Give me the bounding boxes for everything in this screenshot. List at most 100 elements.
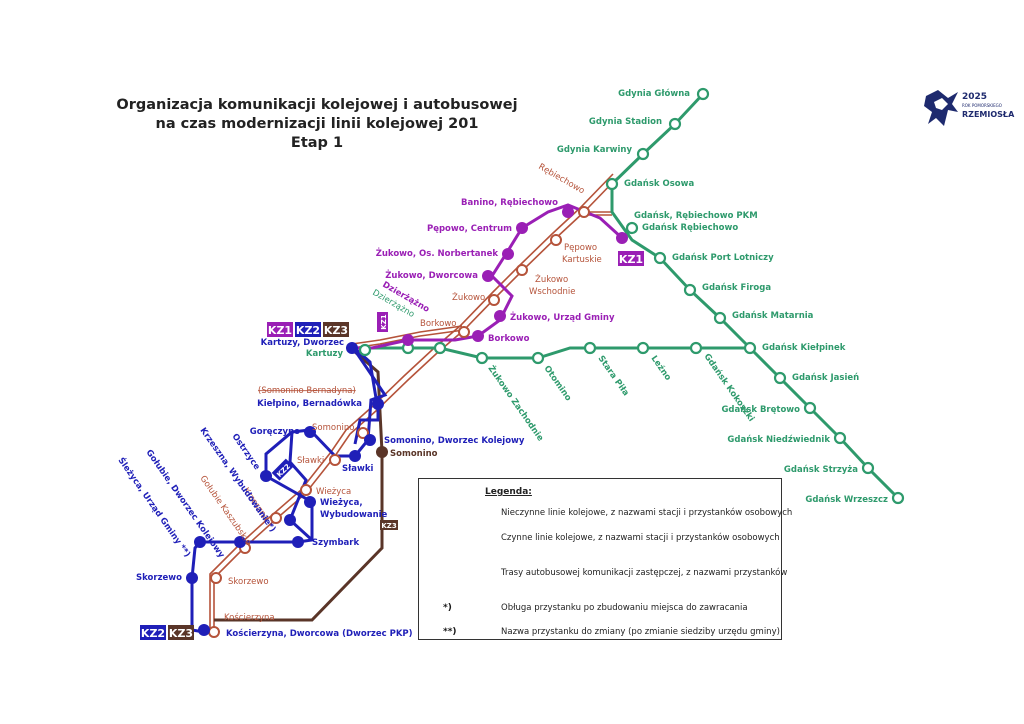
stop-zukowo-urzad: [494, 310, 506, 322]
station-slawki: [329, 454, 341, 466]
stop-kartuzy-blue: [346, 342, 358, 354]
stop-koscierzyna-blue: [198, 624, 210, 636]
legend-active-text: Czynne linie kolejowe, z nazwami stacji …: [501, 533, 780, 543]
stop-golubie: [234, 536, 246, 548]
badge-kz1-c: KZ1: [380, 314, 388, 330]
stop-ostrzyce: [260, 470, 272, 482]
label-wiezyca-bus-2: Wybudowanie: [320, 510, 388, 520]
legend-note1-text: Obługa przystanku po zbudowaniu miejsca …: [501, 603, 748, 613]
station-kartuzy: [358, 343, 372, 357]
logo-brand: RZEMIOSŁA: [962, 110, 1015, 119]
label-gdansk-jasien: Gdańsk Jasień: [792, 373, 859, 383]
legend-note2-text: Nazwa przystanku do zmiany (po zmianie s…: [501, 627, 780, 637]
stop-zukowo-dworcowa: [482, 270, 494, 282]
label-zukowo-wschodnie-2: Wschodnie: [529, 287, 575, 297]
bus-stops-blue: [186, 342, 384, 636]
badge-kz2-b: KZ2: [141, 627, 165, 640]
label-banino: Banino, Rębiechowo: [461, 198, 558, 208]
legend-note2-mark: **): [443, 627, 457, 637]
label-slawki-bus: Sławki: [342, 464, 374, 474]
label-gdynia-glowna: Gdynia Główna: [618, 88, 690, 99]
inactive-stations: [208, 206, 590, 638]
purple-stop-labels: Banino, Rębiechowo Pępowo, Centrum Żukow…: [376, 198, 615, 344]
bus-stops-brown: [376, 446, 388, 458]
logo-year: 2025: [962, 92, 988, 102]
stop-wiezyca: [304, 496, 316, 508]
label-koscierzyna: Kościerzyna: [224, 612, 275, 623]
label-szymbark: Szymbark: [312, 538, 359, 548]
label-kielpino: Kiełpino, Bernadówka: [257, 398, 362, 409]
label-somonino-dworzec: Somonino, Dworzec Kolejowy: [384, 436, 525, 446]
legend-bus-text: Trasy autobusowej komunikacji zastępczej…: [501, 568, 788, 578]
legend-inactive-text: Nieczynne linie kolejowe, z nazwami stac…: [501, 508, 793, 518]
label-zukowo-norbertanek: Żukowo, Os. Norbertanek: [376, 248, 499, 259]
label-gdansk-matarnia: Gdańsk Matarnia: [732, 311, 814, 321]
station-stara-pila: [583, 341, 597, 355]
station-koscierzyna: [208, 626, 220, 638]
station-kartuzy-3: [433, 341, 447, 355]
label-gdansk-bretowo: Gdańsk Brętowo: [721, 405, 800, 415]
label-skorzewo-bus: Skorzewo: [136, 573, 182, 583]
stop-gdansk-rebiechowo-pkm: [616, 232, 628, 244]
label-gdansk-osowa: Gdańsk Osowa: [624, 179, 694, 189]
stop-dzierzazno: [402, 334, 414, 346]
logo-subtitle: ROK POMORSKIEGO: [962, 103, 1002, 108]
station-gdansk-kielpinek: [743, 341, 757, 355]
badge-kz3-a: KZ3: [324, 324, 348, 337]
legend-title: Legenda:: [485, 487, 532, 497]
label-gdansk-niedzwiednik: Gdańsk Niedźwiednik: [727, 435, 830, 445]
stop-banino: [562, 206, 574, 218]
label-kartuzy-dworzec: Kartuzy, Dworzec: [261, 338, 344, 348]
station-pepowo-kartuskie: [550, 234, 562, 246]
station-gdansk-strzyza: [861, 461, 875, 475]
stop-krzeszna: [284, 514, 296, 526]
label-otomino: Otomino: [542, 364, 574, 403]
badge-kz2-a: KZ2: [296, 324, 320, 337]
bus-stops-purple: [402, 206, 628, 346]
label-gdynia-stadion: Gdynia Stadion: [589, 117, 662, 127]
brown-stop-labels: Somonino: [390, 449, 438, 459]
label-somonino-bernadyna: (Somonino Bernadyna): [258, 386, 356, 396]
station-gdansk-matarnia: [713, 311, 727, 325]
label-wiezyca: Wieżyca: [316, 487, 351, 497]
label-gdansk-port-lotniczy: Gdańsk Port Lotniczy: [672, 253, 774, 263]
label-zukowo: Żukowo: [452, 292, 485, 303]
bus-route-kz3: [214, 350, 384, 622]
logo-icon: [924, 90, 958, 126]
legend-note1-mark: *): [443, 603, 452, 613]
label-gdansk-wrzeszcz: Gdańsk Wrzeszcz: [805, 495, 888, 505]
station-otomino: [531, 351, 545, 365]
station-rebiechowo: [578, 206, 590, 218]
legend-box: Legenda: Nieczynne linie kolejowe, z naz…: [418, 478, 792, 640]
label-borkowo: Borkowo: [420, 319, 457, 329]
label-pepowo-centrum: Pępowo, Centrum: [427, 224, 512, 234]
station-gdansk-port-lotniczy: [653, 251, 667, 265]
label-pepowo-kartuskie-2: Kartuskie: [562, 255, 602, 265]
label-slawki: Sławki: [297, 456, 324, 466]
label-pepowo-kartuskie-1: Pępowo: [564, 243, 597, 253]
station-gdynia-karwiny: [636, 147, 650, 161]
station-somonino: [357, 427, 369, 439]
label-zukowo-urzad: Żukowo, Urząd Gminy: [510, 312, 615, 323]
label-zukowo-zachodnie: Żukowo Zachodnie: [486, 363, 547, 443]
label-rebiechowo: Rębiechowo: [537, 162, 587, 196]
badge-kz3-b: KZ3: [169, 627, 193, 640]
badge-kz3-c: KZ3: [381, 522, 397, 530]
stop-somonino-brown: [376, 446, 388, 458]
label-somonino: Somonino: [312, 423, 354, 433]
stop-skorzewo: [186, 572, 198, 584]
stop-slawki: [349, 450, 361, 462]
map-title: Organizacja komunikacji kolejowej i auto…: [112, 96, 522, 153]
station-gdansk-niedzwiednik: [833, 431, 847, 445]
label-borkowo-bus: Borkowo: [488, 334, 530, 344]
badges: KZ1 KZ2 KZ3 KZ1 KZ2 KZ3 KZ3 KZ2 KZ1: [140, 251, 644, 640]
station-zukowo-b: [458, 326, 470, 338]
label-stara-pila: Stara Piła: [596, 354, 631, 398]
station-zukowo-a: [488, 294, 500, 306]
stop-goreczyno: [304, 426, 316, 438]
station-lezno: [636, 341, 650, 355]
label-zukowo-wschodnie-1: Żukowo: [535, 274, 568, 285]
label-somonino-brown: Somonino: [390, 449, 438, 459]
station-gdansk-rebiechowo: [625, 221, 639, 235]
label-gdansk-rebiechowo: Gdańsk Rębiechowo: [642, 223, 738, 233]
